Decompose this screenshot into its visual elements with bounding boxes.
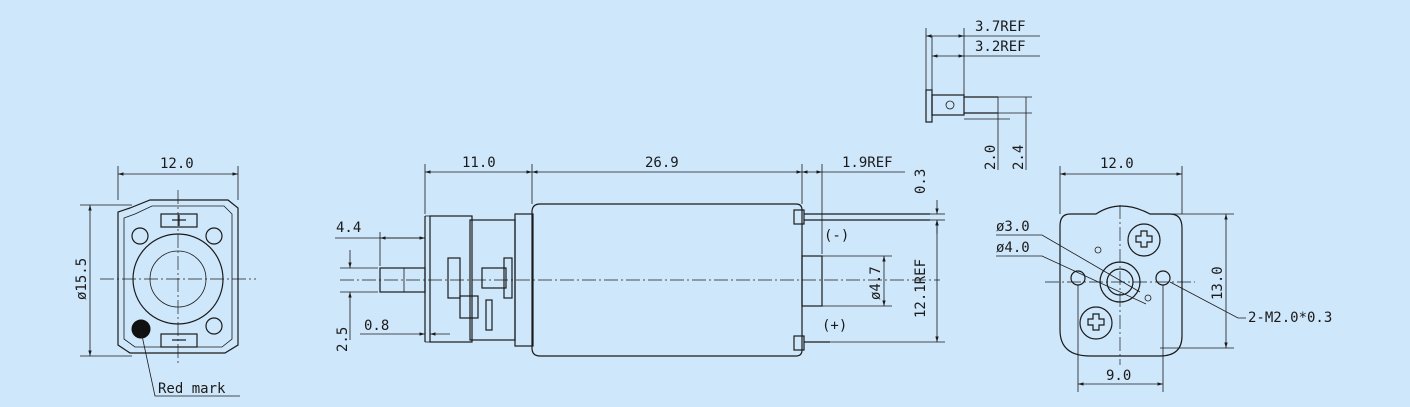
front-view: 12.0 ø15.5 Red mark [74,156,256,397]
gear-stack-1 [447,257,461,299]
rear-boss [801,255,823,307]
terminal-base [925,89,933,123]
hole-dia-2: ø4.0 [996,240,1030,256]
red-mark-label: Red mark [158,381,226,397]
mount-hole-left [1070,270,1086,286]
front-hole-tr [205,227,223,245]
term-pos-block [793,335,805,351]
boss-dia-dim: ø4.7 [868,266,884,300]
mount-hole-right [1155,270,1171,286]
rear-view: 12.0 13.0 9.0 ø3.0 ø4.0 2-M2.0*0.3 [996,156,1332,392]
gear-pin [485,299,493,331]
front-hole-br [205,317,223,335]
terminal-tab [931,94,965,116]
hole-dia-1: ø3.0 [996,219,1030,235]
term-thickness-dim: 0.3 [913,169,929,194]
term-neg-block [793,209,805,225]
gear-stack-2 [459,295,479,319]
term-len-dim: 1.9REF [842,155,893,171]
rear-body-outline [1059,205,1183,357]
gear-stack-3 [481,267,507,289]
front-terminal-bottom [160,333,198,348]
front-body-outline [117,199,239,354]
rear-height-dim: 13.0 [1210,266,1226,300]
pos-terminal-label: (+) [822,318,847,334]
motor-can [531,203,803,357]
screw-head-bottom [1079,306,1113,340]
front-body-inner [123,205,233,348]
front-terminal-top [160,213,198,228]
shaft-len-dim: 4.4 [336,220,361,236]
rear-width-dim: 12.0 [1100,156,1134,172]
terminal-dim-1: 3.7REF [975,19,1026,35]
gear-stack-4 [503,257,513,299]
screw-spec-label: 2-M2.0*0.3 [1248,310,1332,326]
gear-len-dim: 11.0 [462,155,496,171]
term-span-dim: 12.1REF [913,259,929,318]
red-mark-dot [131,319,151,339]
side-view: 11.0 26.9 1.9REF 0.3 12.1REF ø4.7 (-) (+… [335,155,945,357]
front-hole-tl [131,227,149,245]
neg-terminal-label: (-) [824,228,849,244]
gear-housing [469,219,516,341]
terminal-detail: 3.7REF 3.2REF 2.0 2.4 [925,19,1040,170]
front-dia-dim: ø15.5 [74,258,90,300]
terminal-h1-dim: 2.0 [983,145,999,170]
terminal-dim-2: 3.2REF [975,39,1026,55]
motor-len-dim: 26.9 [645,155,679,171]
rear-pitch-dim: 9.0 [1106,368,1131,384]
shaft-offset-dim: 2.5 [335,327,351,352]
gear-plate [429,215,473,343]
front-width-dim: 12.0 [160,156,194,172]
screw-head-top [1127,223,1161,257]
flange-thickness-dim: 0.8 [364,318,389,334]
terminal-h2-dim: 2.4 [1011,145,1027,170]
